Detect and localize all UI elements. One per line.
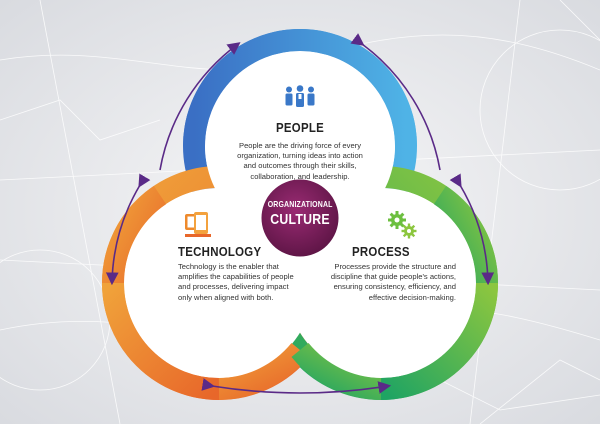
cycle-arrows [105, 33, 495, 394]
process-description: Processes provide the structure and disc… [330, 262, 456, 302]
gears-icon [388, 211, 417, 239]
technology-description: Technology is the enabler that amplifies… [178, 262, 294, 302]
center-circle [258, 176, 342, 260]
people-group-icon [285, 85, 315, 107]
process-title: PROCESS [352, 244, 410, 259]
center-label: ORGANIZATIONAL CULTURE [262, 180, 338, 256]
arrow-top-right [350, 33, 441, 171]
arrow-left [105, 173, 151, 286]
arrow-top-left [159, 42, 241, 171]
technology-title: TECHNOLOGY [178, 244, 262, 259]
arrow-right [449, 173, 495, 286]
people-description: People are the driving force of every or… [237, 141, 363, 181]
devices-icon [185, 212, 211, 237]
center-label-big: CULTURE [270, 211, 330, 228]
center-label-small: ORGANIZATIONAL [267, 200, 333, 209]
people-title: PEOPLE [275, 120, 324, 135]
arrow-bottom [201, 378, 392, 394]
